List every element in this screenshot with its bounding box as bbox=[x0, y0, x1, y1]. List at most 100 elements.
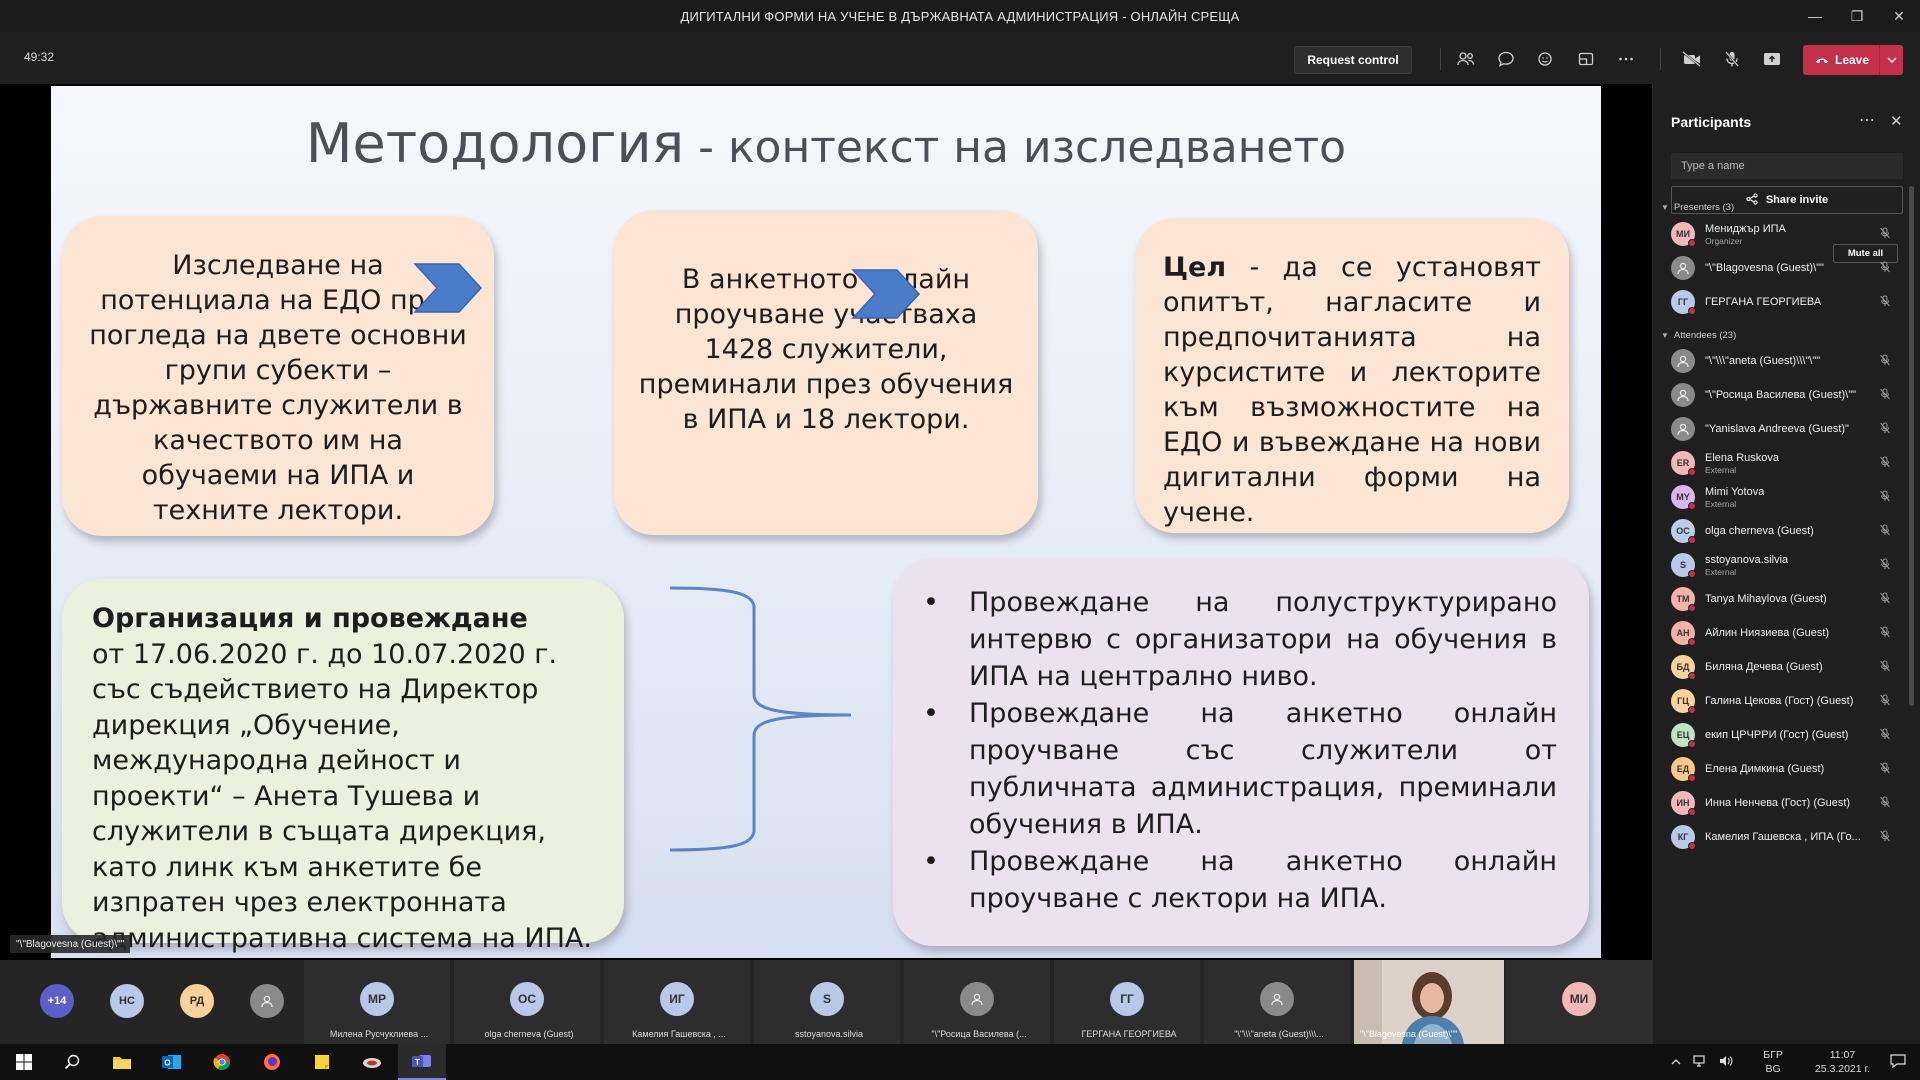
mic-muted-icon[interactable] bbox=[1879, 592, 1891, 607]
mic-muted-icon[interactable] bbox=[1879, 728, 1891, 743]
participant-row[interactable]: "\"Blagovesna (Guest)\"" bbox=[1653, 251, 1903, 285]
mic-muted-icon[interactable] bbox=[1879, 295, 1891, 310]
video-tile-blagovesna[interactable]: "\"Blagovesna (Guest)\"" bbox=[1354, 960, 1504, 1044]
gallery-avatar[interactable]: НС bbox=[110, 984, 144, 1018]
firefox-icon[interactable] bbox=[248, 1044, 296, 1080]
close-window-button[interactable]: ✕ bbox=[1893, 7, 1905, 24]
participants-icon[interactable] bbox=[1446, 44, 1486, 74]
participant-info: Tanya Mihaylova (Guest) bbox=[1705, 593, 1827, 605]
chrome-icon[interactable] bbox=[198, 1044, 246, 1080]
mic-muted-icon[interactable] bbox=[1879, 261, 1891, 276]
search-icon[interactable] bbox=[48, 1044, 96, 1080]
chevron-down-icon[interactable] bbox=[1879, 45, 1903, 75]
mic-muted-icon[interactable] bbox=[1879, 660, 1891, 675]
mic-muted-icon[interactable] bbox=[1879, 422, 1891, 437]
mute-all-button[interactable]: Mute all bbox=[1833, 244, 1898, 263]
participant-row[interactable]: "\"Росица Василева (Guest)\"" bbox=[1653, 378, 1903, 412]
gallery-tile-organizer[interactable]: МИ bbox=[1506, 960, 1652, 1044]
share-invite-label: Share invite bbox=[1765, 194, 1829, 206]
phone-hangup-icon bbox=[1815, 53, 1829, 68]
mic-muted-icon[interactable] bbox=[1879, 524, 1891, 539]
participant-search-input[interactable] bbox=[1671, 153, 1903, 179]
restore-button[interactable]: ❐ bbox=[1850, 7, 1864, 24]
mic-muted-icon[interactable] bbox=[1879, 796, 1891, 811]
panel-scrollbar[interactable] bbox=[1909, 186, 1914, 706]
gallery-tile[interactable]: "\"Росица Василева (... bbox=[904, 960, 1050, 1044]
teams-icon[interactable]: T bbox=[398, 1044, 446, 1080]
more-participants-badge[interactable]: +14 bbox=[40, 984, 74, 1018]
meeting-toolbar: 49:32 Request control bbox=[0, 32, 1920, 84]
mic-muted-icon[interactable] bbox=[1879, 762, 1891, 777]
windows-start-icon[interactable] bbox=[0, 1044, 48, 1080]
clock[interactable]: 11:07 25.3.2021 г. bbox=[1815, 1048, 1870, 1076]
file-explorer-icon[interactable] bbox=[98, 1044, 146, 1080]
mic-muted-icon[interactable] bbox=[1879, 830, 1891, 845]
avatar: S bbox=[1671, 553, 1696, 578]
gallery-avatar[interactable] bbox=[250, 984, 284, 1018]
mic-muted-icon[interactable] bbox=[1879, 456, 1891, 471]
volume-icon[interactable] bbox=[1719, 1055, 1733, 1070]
mic-muted-icon[interactable] bbox=[1879, 626, 1891, 641]
breakout-rooms-icon[interactable] bbox=[1566, 44, 1606, 74]
avatar-initials: ЕЦ bbox=[1676, 730, 1690, 740]
minimize-button[interactable]: — bbox=[1808, 8, 1822, 24]
status-badge bbox=[1688, 570, 1696, 578]
attendees-section-header[interactable]: ▼ Attendees (23) bbox=[1661, 330, 1736, 341]
mic-muted-icon[interactable] bbox=[1879, 354, 1891, 369]
participant-row[interactable]: "\"\\\"aneta (Guest)\\\"\"" bbox=[1653, 344, 1903, 378]
share-screen-icon[interactable] bbox=[1752, 44, 1792, 74]
window-controls: — ❐ ✕ bbox=[1794, 0, 1920, 32]
reactions-icon[interactable] bbox=[1526, 44, 1566, 74]
participant-name: olga cherneva (Guest) bbox=[1705, 525, 1814, 537]
app-cloud-icon[interactable] bbox=[348, 1044, 396, 1080]
svg-text:T: T bbox=[415, 1058, 420, 1067]
camera-off-icon[interactable] bbox=[1672, 44, 1712, 74]
chat-icon[interactable] bbox=[1486, 44, 1526, 74]
participant-row[interactable]: "Yanislava Andreeva (Guest)" bbox=[1653, 412, 1903, 446]
mic-muted-icon[interactable] bbox=[1879, 388, 1891, 403]
chevron-up-icon[interactable] bbox=[1671, 1057, 1681, 1068]
outlook-icon[interactable]: O bbox=[148, 1044, 196, 1080]
share-invite-button[interactable]: Share invite bbox=[1671, 186, 1903, 214]
more-options-icon[interactable] bbox=[1606, 44, 1646, 74]
attendees-list: "\"\\\"aneta (Guest)\\\"\"""\"Росица Вас… bbox=[1653, 344, 1903, 854]
language-indicator[interactable]: БГР BG bbox=[1763, 1048, 1783, 1076]
chevron-down-icon: ▼ bbox=[1661, 203, 1669, 212]
network-icon[interactable] bbox=[1693, 1054, 1709, 1070]
close-icon[interactable]: ✕ bbox=[1890, 113, 1903, 130]
sticky-notes-icon[interactable] bbox=[298, 1044, 346, 1080]
person-icon bbox=[971, 993, 983, 1006]
gallery-tile[interactable]: "\"\\\"aneta (Guest)\\\... bbox=[1204, 960, 1350, 1044]
mic-muted-icon[interactable] bbox=[1879, 558, 1891, 573]
presenters-section-header[interactable]: ▼ Presenters (3) bbox=[1661, 202, 1734, 213]
notifications-icon[interactable] bbox=[1890, 1053, 1906, 1071]
mic-muted-icon[interactable] bbox=[1879, 227, 1891, 242]
mic-off-icon[interactable] bbox=[1712, 44, 1752, 74]
gallery-avatar[interactable]: РД bbox=[180, 984, 214, 1018]
leave-button[interactable]: Leave bbox=[1803, 45, 1903, 75]
mic-muted-icon[interactable] bbox=[1879, 694, 1891, 709]
participant-name: Галина Цекова (Гост) (Guest) bbox=[1705, 695, 1854, 707]
mic-muted-icon[interactable] bbox=[1879, 490, 1891, 505]
request-control-button[interactable]: Request control bbox=[1294, 46, 1412, 74]
more-icon[interactable]: ⋯ bbox=[1859, 112, 1875, 129]
